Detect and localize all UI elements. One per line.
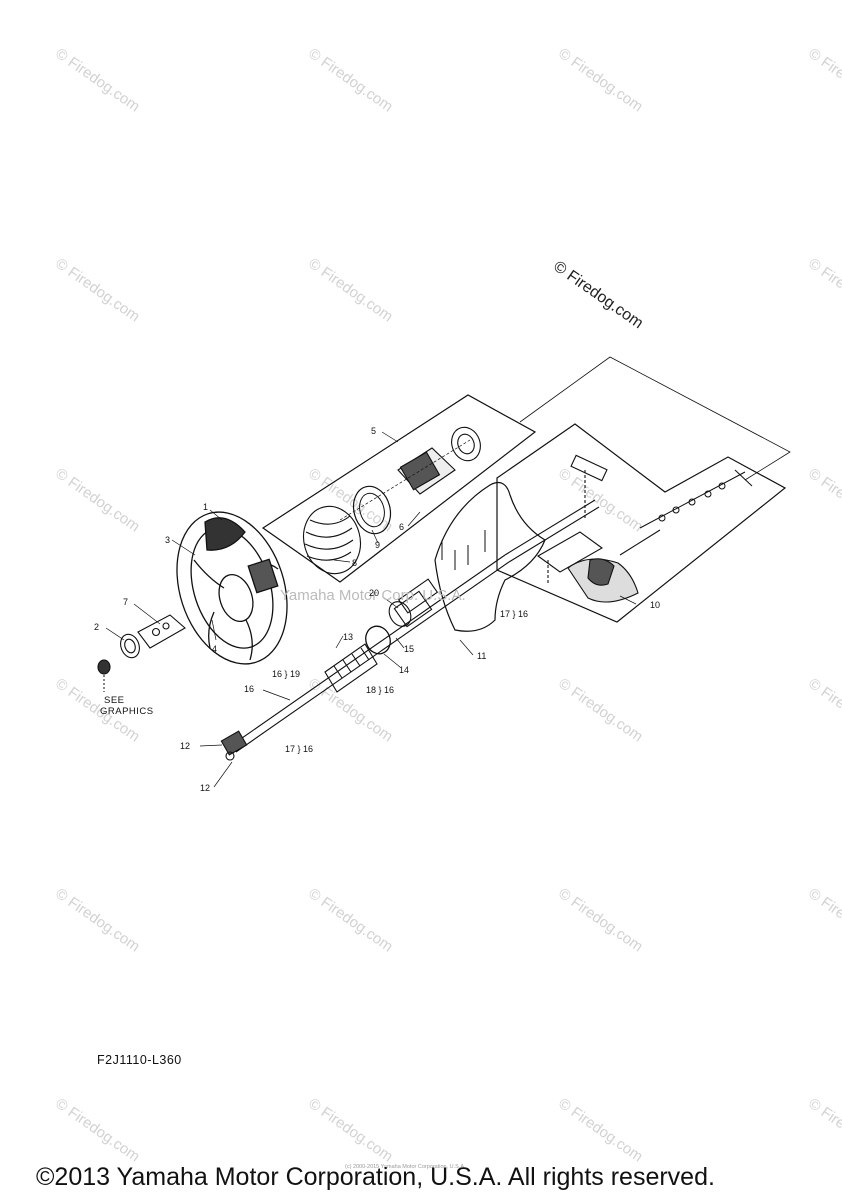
see-graphics-line2: GRAPHICS — [100, 706, 154, 717]
callout-12-upper: 12 — [180, 741, 190, 751]
tiny-copyright-note: (c) 2000-2015 Yamaha Motor Corporation, … — [345, 1164, 466, 1170]
universal-joint-12 — [220, 730, 248, 761]
group-box-10 — [496, 423, 787, 623]
callout-17-16-lower: 17 } 16 — [285, 744, 313, 754]
callout-2: 2 — [94, 622, 99, 632]
callout-20: 20 — [369, 588, 379, 598]
callout-3: 3 — [165, 535, 170, 545]
bracket-bolts — [441, 530, 486, 570]
see-graphics-line1: SEE — [104, 695, 125, 706]
callout-9: 9 — [375, 540, 380, 550]
steering-wheel — [176, 511, 288, 665]
hardware-string — [639, 469, 753, 529]
group-box-5 — [261, 394, 537, 583]
callout-5: 5 — [371, 426, 376, 436]
callout-11: 11 — [477, 651, 486, 661]
helm-assembly-10 — [536, 454, 661, 603]
callout-14: 14 — [399, 665, 409, 675]
callout-16-19: 16 } 19 — [272, 669, 300, 679]
ring-9 — [352, 485, 392, 535]
callout-13: 13 — [343, 632, 353, 642]
group-leader-line — [519, 356, 791, 481]
callout-16: 16 — [244, 684, 254, 694]
switch-assembly — [397, 426, 481, 495]
boot-13 — [324, 643, 378, 693]
callout-7: 7 — [123, 597, 128, 607]
copyright-footer: ©2013 Yamaha Motor Corporation, U.S.A. A… — [36, 1163, 715, 1191]
callout-18-16: 18 } 16 — [366, 685, 394, 695]
clamp-14 — [365, 625, 391, 655]
callout-12-lower: 12 — [200, 783, 210, 793]
diagram-code: F2J1110-L360 — [97, 1053, 182, 1067]
callout-8: 8 — [352, 558, 357, 568]
bellows-8 — [303, 505, 361, 575]
callout-10: 10 — [650, 600, 660, 610]
center-watermark: Yamaha Motor Corp. U.S.A. — [280, 587, 466, 604]
hub-cap — [97, 614, 186, 675]
callouts: 1 3 2 7 4 5 6 8 9 10 11 20 17 } 16 15 13… — [94, 426, 660, 793]
callout-1: 1 — [203, 502, 208, 512]
joint-20 — [388, 590, 433, 628]
callout-15: 15 — [404, 644, 414, 654]
steering-shaft — [231, 499, 600, 753]
bracket-11 — [434, 482, 546, 632]
callout-leaders — [105, 431, 637, 788]
callout-6: 6 — [399, 522, 404, 532]
callout-4: 4 — [212, 644, 217, 654]
callout-17-16-upper: 17 } 16 — [500, 609, 528, 619]
